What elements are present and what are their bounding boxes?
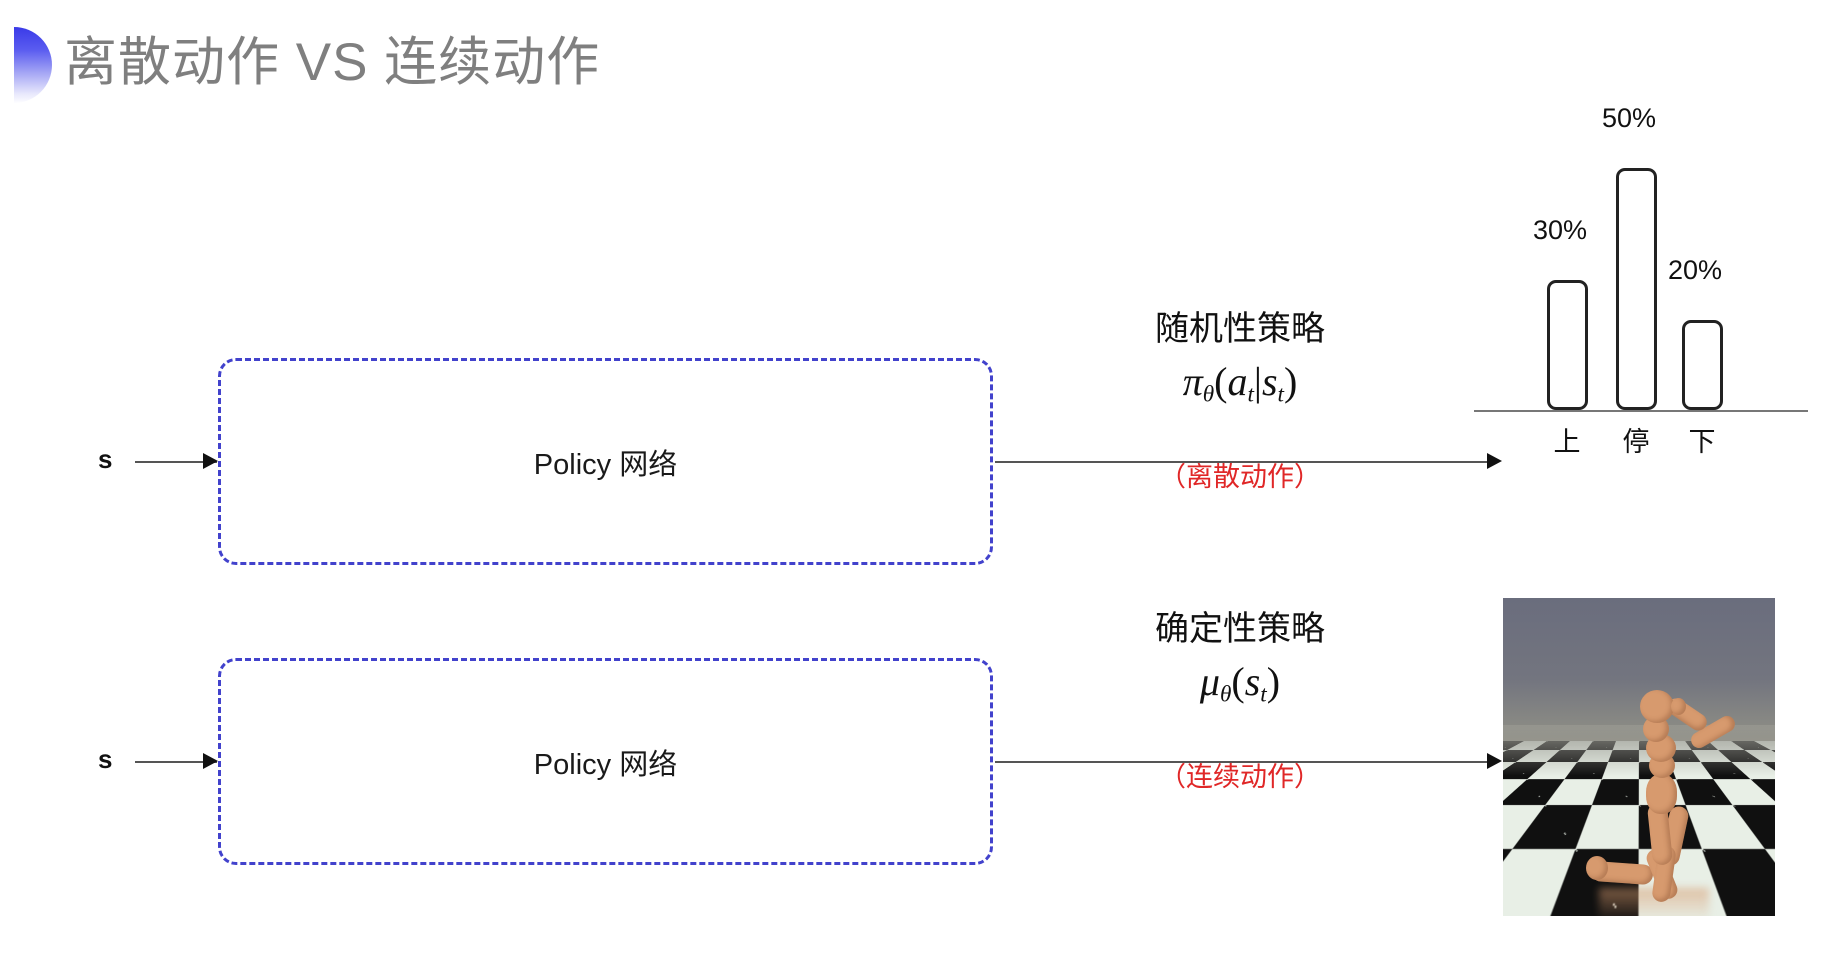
formula-paren-close: )	[1283, 359, 1298, 404]
formula-theta: θ	[1202, 381, 1215, 408]
humanoid-back-toe	[1586, 856, 1608, 880]
formula-mu: μ	[1199, 659, 1220, 704]
formula-paren-close-2: )	[1266, 659, 1281, 704]
caption-title-stochastic: 随机性策略	[1155, 310, 1325, 348]
caption-title-deterministic: 确定性策略	[1155, 610, 1325, 648]
input-state-label-continuous: s	[98, 744, 113, 774]
humanoid-simulation-image	[1503, 598, 1775, 916]
output-arrow-line-continuous	[995, 761, 1490, 763]
formula-a: a	[1227, 359, 1248, 404]
action-probability-bar-chart: 30% 上 50% 停 20% 下	[1466, 103, 1811, 460]
caption-red-continuous-action: （连续动作）	[1159, 762, 1321, 793]
policy-network-box-discrete[interactable]: Policy 网络	[218, 358, 993, 565]
title-decoration-halfcircle	[14, 27, 52, 103]
input-state-label-discrete: s	[98, 444, 113, 474]
formula-given-bar: |	[1253, 359, 1262, 404]
bar-0	[1547, 280, 1588, 410]
bar-2	[1682, 320, 1723, 410]
policy-network-label-discrete: Policy 网络	[533, 448, 678, 481]
bar-chart-baseline	[1474, 410, 1808, 412]
formula-pi: π	[1182, 359, 1203, 404]
input-arrow-head-continuous	[203, 753, 218, 769]
output-arrow-head-discrete	[1487, 453, 1502, 469]
formula-subscript-t1: t	[1247, 381, 1254, 408]
bar-category-label-1: 停	[1622, 427, 1650, 457]
bar-value-label-2: 20%	[1667, 255, 1723, 285]
page-title: 离散动作 VS 连续动作	[64, 33, 601, 92]
formula-theta-2: θ	[1220, 681, 1232, 708]
bar-1	[1616, 168, 1657, 410]
formula-stochastic-policy: πθ(at|st)	[1075, 353, 1405, 423]
diagram-row-discrete: s Policy 网络 随机性策略 πθ(at|st) （离散动作） 30% 上…	[0, 103, 1846, 565]
formula-s: s	[1261, 359, 1278, 404]
policy-network-label-continuous: Policy 网络	[533, 748, 678, 781]
formula-subscript-t-2: t	[1260, 681, 1267, 708]
policy-caption-discrete: 随机性策略 πθ(at|st) （离散动作）	[1075, 305, 1405, 497]
policy-caption-continuous: 确定性策略 μθ(st) （连续动作）	[1075, 605, 1405, 797]
humanoid-pelvis	[1646, 774, 1677, 814]
output-arrow-head-continuous	[1487, 753, 1502, 769]
policy-network-box-continuous[interactable]: Policy 网络	[218, 658, 993, 865]
input-arrow-head-discrete	[203, 453, 218, 469]
diagram-row-continuous: s Policy 网络 确定性策略 μθ(st) （连续动作）	[0, 600, 1846, 920]
formula-subscript-t2: t	[1277, 381, 1284, 408]
output-arrow-line-discrete	[995, 461, 1490, 463]
formula-paren-open-2: (	[1231, 659, 1245, 704]
formula-deterministic-policy: μθ(st)	[1075, 653, 1405, 723]
bar-category-label-0: 上	[1553, 427, 1581, 457]
input-arrow-line-continuous	[135, 761, 217, 763]
humanoid-head	[1640, 690, 1674, 723]
caption-red-discrete-action: （离散动作）	[1159, 462, 1321, 493]
bar-value-label-0: 30%	[1532, 215, 1588, 245]
humanoid-hand	[1671, 698, 1686, 715]
input-arrow-line-discrete	[135, 461, 217, 463]
sim-horizon-haze	[1503, 725, 1775, 777]
bar-category-label-2: 下	[1688, 427, 1716, 457]
bar-value-label-1: 50%	[1601, 103, 1657, 133]
formula-s-2: s	[1244, 659, 1261, 704]
formula-paren-open: (	[1214, 359, 1228, 404]
